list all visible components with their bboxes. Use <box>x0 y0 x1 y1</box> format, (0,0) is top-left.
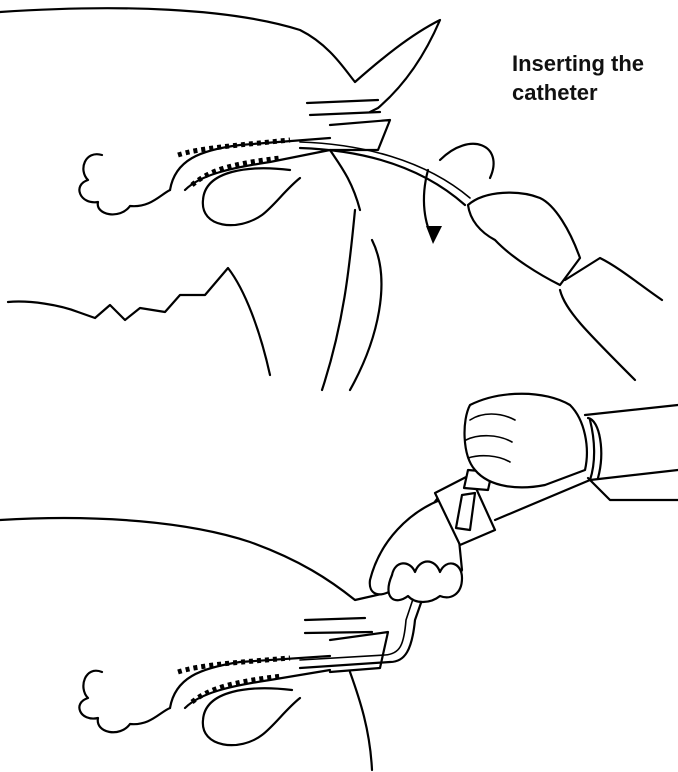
bladder-loop <box>203 168 300 225</box>
caption-line-1: Inserting the <box>512 49 644 78</box>
cow-thigh <box>322 210 381 390</box>
arrow-head <box>426 226 442 244</box>
cow-back-outline <box>0 8 440 112</box>
caption: Inserting the catheter <box>512 49 644 107</box>
bottom-panel <box>0 394 678 770</box>
fingers <box>388 562 462 603</box>
uterus-horns <box>79 154 170 214</box>
bladder-loop-bottom <box>203 688 300 745</box>
sleeve-top <box>560 258 662 380</box>
sleeve-right <box>585 405 678 500</box>
vulva-outline <box>330 120 390 210</box>
tail-stroke-2 <box>310 112 380 115</box>
tail-stroke-bottom-2 <box>305 632 372 633</box>
hand-top <box>468 193 580 285</box>
caption-line-2: catheter <box>512 78 644 107</box>
tail-stroke-bottom-1 <box>305 618 365 620</box>
cervix-lower-line <box>185 150 330 190</box>
cervix-rings <box>178 140 290 155</box>
tail-stroke-1 <box>307 100 378 103</box>
plunger-hand <box>465 394 587 488</box>
rotation-arrow <box>424 144 494 238</box>
vulva-outline-bottom <box>330 632 388 770</box>
cervix-rings-bottom <box>178 658 290 672</box>
uterus-horns-bottom <box>79 671 170 733</box>
udder-outline <box>8 268 270 375</box>
